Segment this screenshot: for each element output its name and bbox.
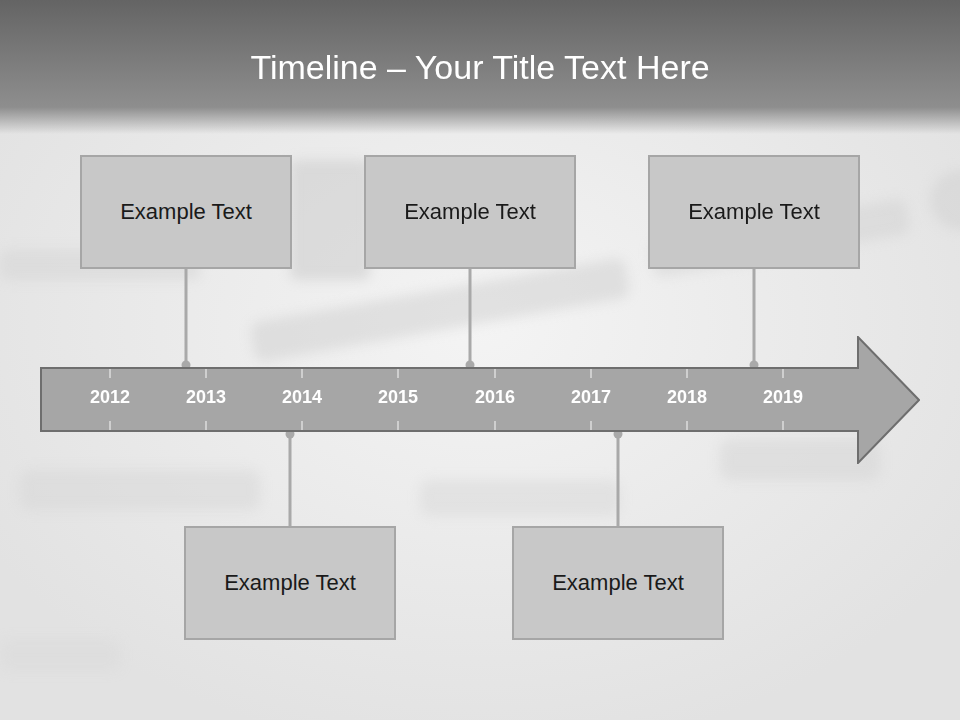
year-tick xyxy=(301,421,303,430)
event-text: Example Text xyxy=(404,198,536,226)
year-label: 2016 xyxy=(475,386,515,408)
event-box: Example Text xyxy=(184,526,396,640)
event-box: Example Text xyxy=(512,526,724,640)
year-tick xyxy=(686,421,688,430)
leader-connector xyxy=(614,430,623,527)
leader-connector xyxy=(750,269,759,370)
connector-line xyxy=(617,431,620,526)
year-tick xyxy=(590,369,592,378)
year-tick xyxy=(397,421,399,430)
year-label: 2014 xyxy=(282,386,322,408)
year-tick xyxy=(301,369,303,378)
year-label: 2012 xyxy=(90,386,130,408)
year-label: 2018 xyxy=(667,386,707,408)
year-tick xyxy=(494,421,496,430)
year-tick xyxy=(109,369,111,378)
year-label: 2013 xyxy=(186,386,226,408)
year-tick xyxy=(109,421,111,430)
event-box: Example Text xyxy=(364,155,576,269)
leader-connector xyxy=(466,269,475,370)
timeline-arrow: 2012 2013 2014 2015 2016 2017 2018 2019 xyxy=(40,336,920,464)
connector-line xyxy=(289,431,292,526)
event-text: Example Text xyxy=(552,569,684,597)
event-text: Example Text xyxy=(120,198,252,226)
year-tick xyxy=(686,369,688,378)
connector-line xyxy=(753,269,756,368)
year-tick xyxy=(782,421,784,430)
leader-connector xyxy=(286,430,295,527)
year-tick xyxy=(494,369,496,378)
event-box: Example Text xyxy=(80,155,292,269)
event-box: Example Text xyxy=(648,155,860,269)
arrow-outline xyxy=(41,337,919,463)
year-label: 2017 xyxy=(571,386,611,408)
connector-line xyxy=(185,269,188,368)
year-tick xyxy=(782,369,784,378)
leader-connector xyxy=(182,269,191,370)
year-label: 2019 xyxy=(763,386,803,408)
year-label: 2015 xyxy=(378,386,418,408)
year-tick xyxy=(590,421,592,430)
year-tick xyxy=(397,369,399,378)
event-text: Example Text xyxy=(224,569,356,597)
connector-line xyxy=(469,269,472,368)
event-text: Example Text xyxy=(688,198,820,226)
year-tick xyxy=(205,421,207,430)
year-tick xyxy=(205,369,207,378)
slide-title: Timeline – Your Title Text Here xyxy=(0,45,960,89)
